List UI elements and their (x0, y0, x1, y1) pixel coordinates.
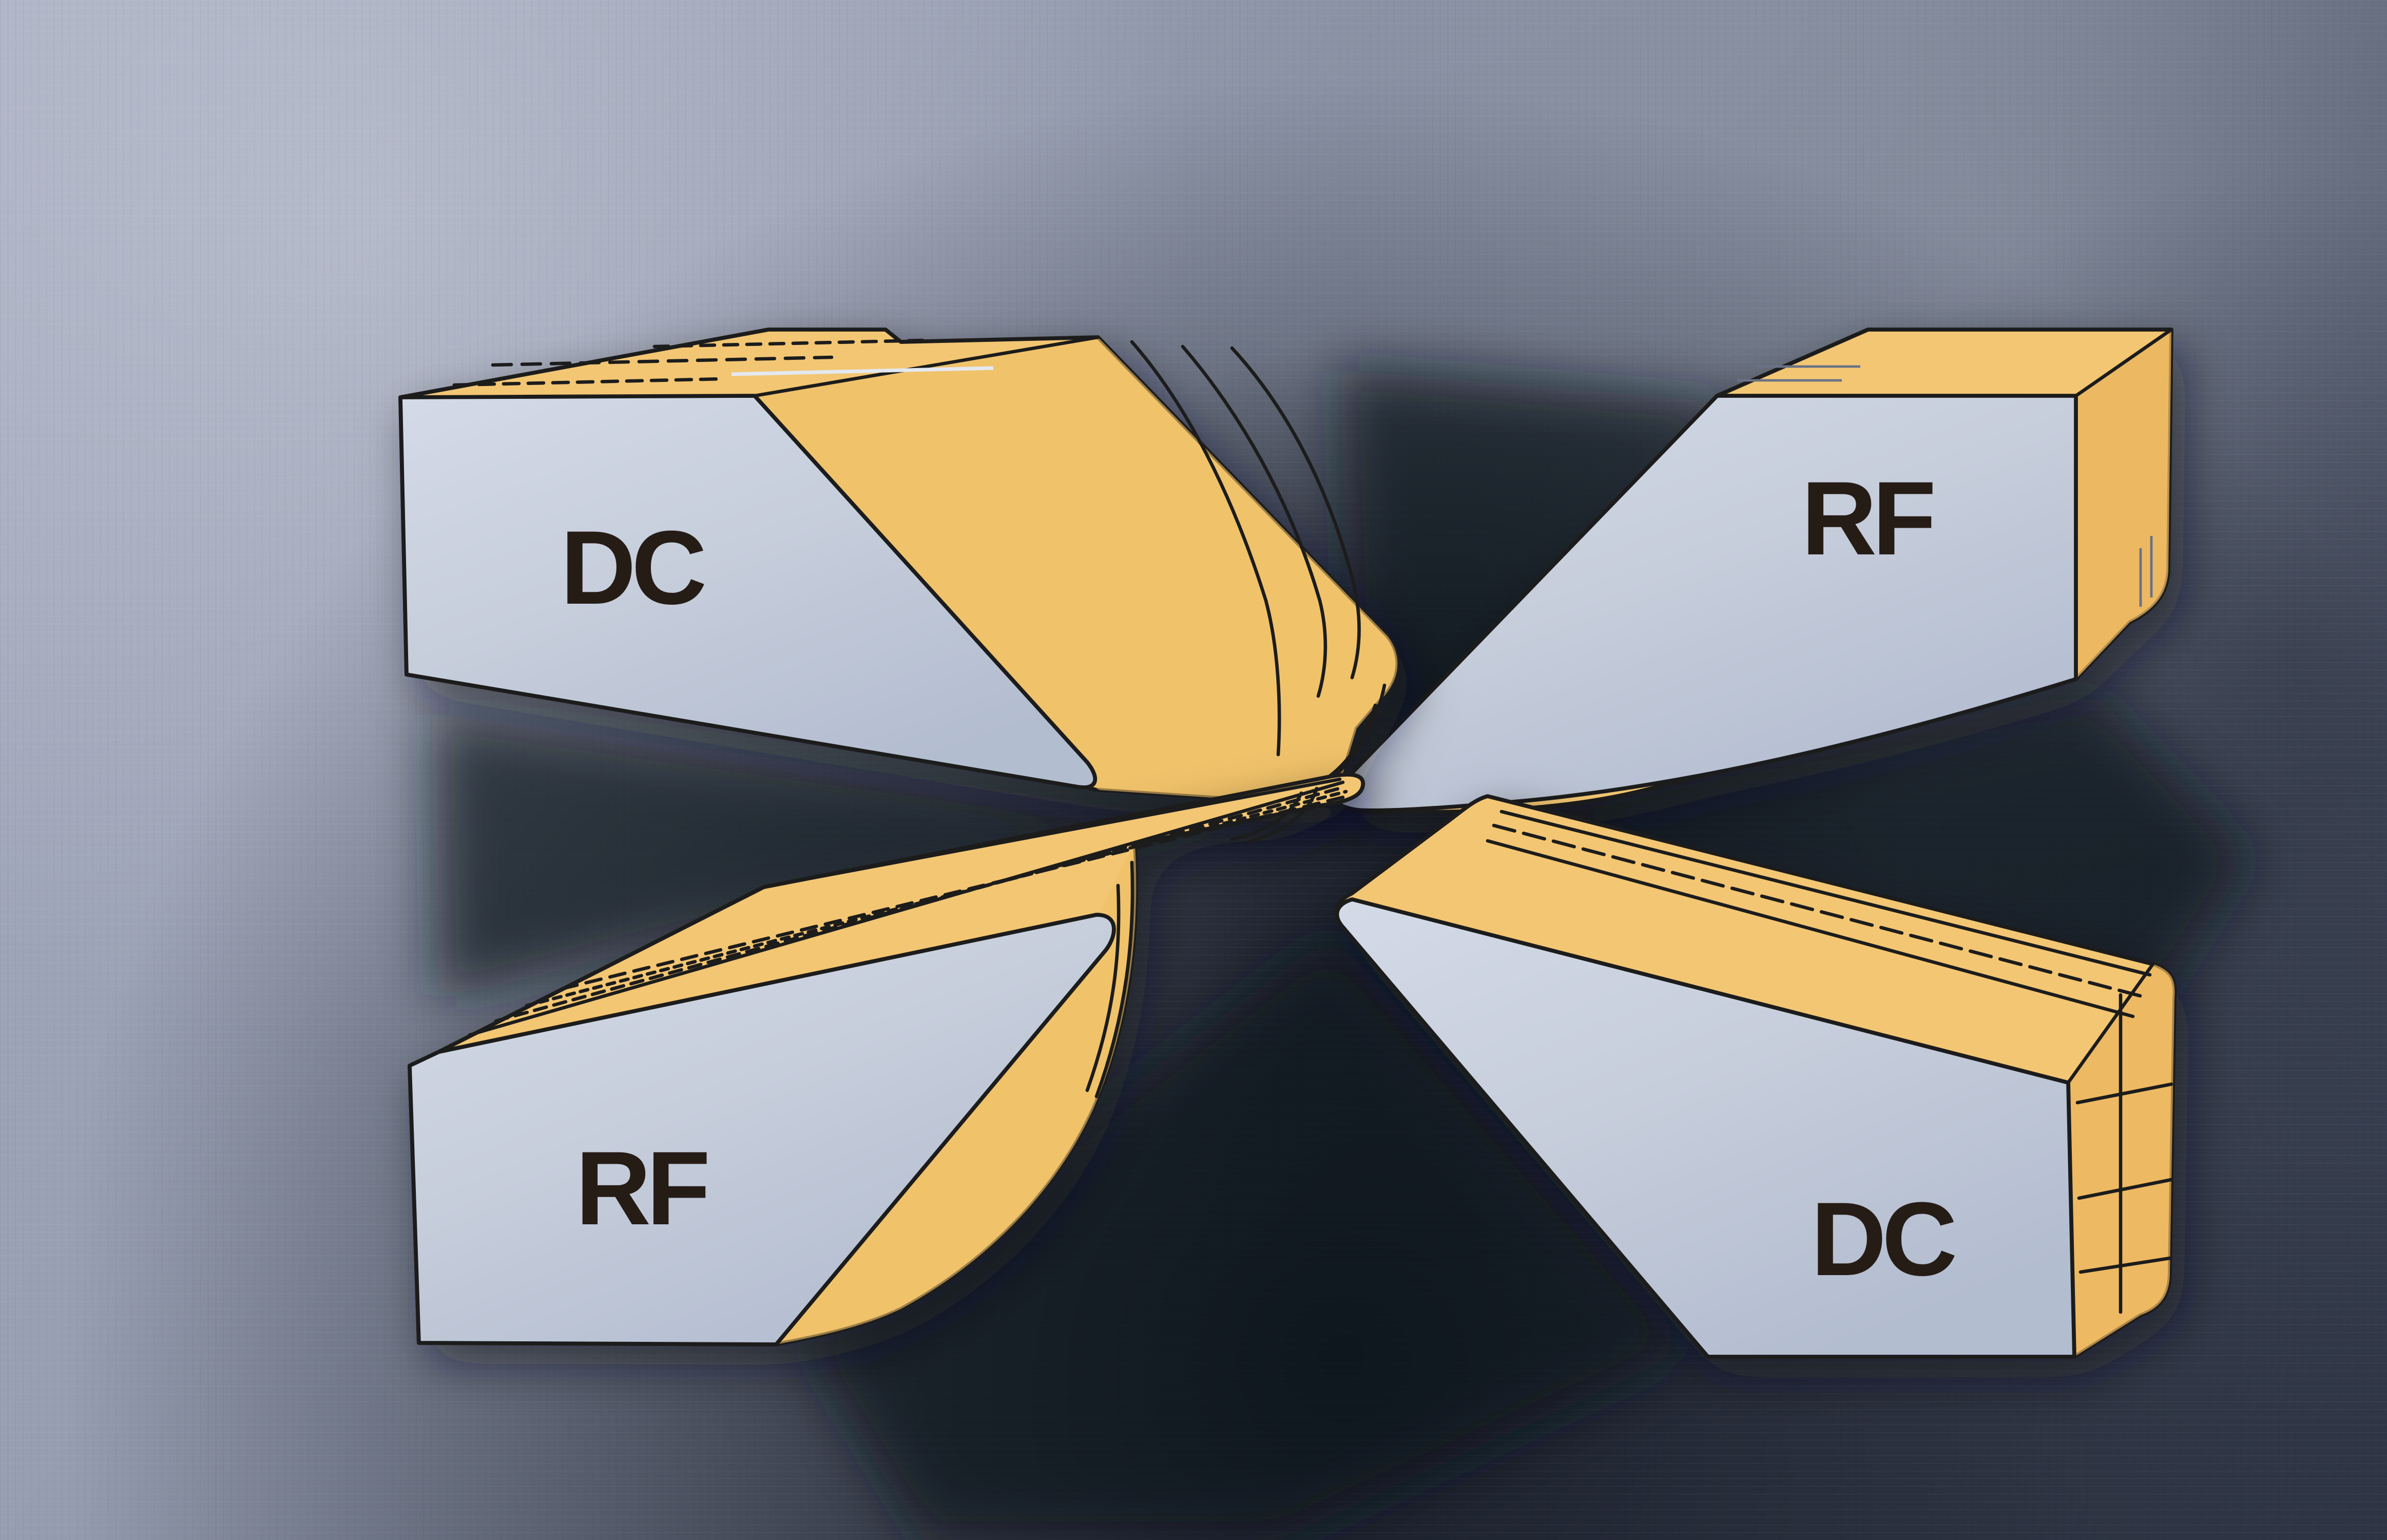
blade-edge-ridge (2066, 962, 2155, 1085)
electrode-blade-top-right: RF (1332, 328, 2173, 814)
center-shadow-gaps (431, 370, 2251, 1540)
segmentation-grooves (468, 777, 1350, 1099)
shadow-gap-bottom (801, 932, 1694, 1540)
blade-end-face (2076, 330, 2171, 679)
blade-edge-ridge (753, 335, 1100, 398)
electrode-blade-top-left: DC (398, 328, 1400, 807)
electrode-blade-bottom-right: DC (1334, 794, 2177, 1359)
electrode-blade-bottom-left: RF (408, 773, 1365, 1346)
blade-bevel-face (755, 337, 1398, 805)
blade-front-face (398, 394, 1098, 790)
blade-front-face (1332, 394, 2078, 813)
electrode-label-bottom-left: RF (575, 1130, 707, 1247)
segmentation-grooves (452, 338, 1387, 804)
electrode-label-top-left: DC (561, 509, 704, 626)
shadow-gap-left (431, 711, 1309, 1001)
electrode-label-bottom-right: DC (1811, 1181, 1955, 1298)
blade-front-face (1335, 897, 2076, 1359)
segmentation-grooves (1486, 810, 2173, 1314)
blade-bevel-sliver (776, 844, 1137, 1344)
blade-front-face (408, 913, 1116, 1346)
electrode-label-top-right: RF (1801, 460, 1933, 577)
shadow-gap-top (1340, 370, 1740, 770)
segmentation-hairlines (1737, 365, 2153, 607)
